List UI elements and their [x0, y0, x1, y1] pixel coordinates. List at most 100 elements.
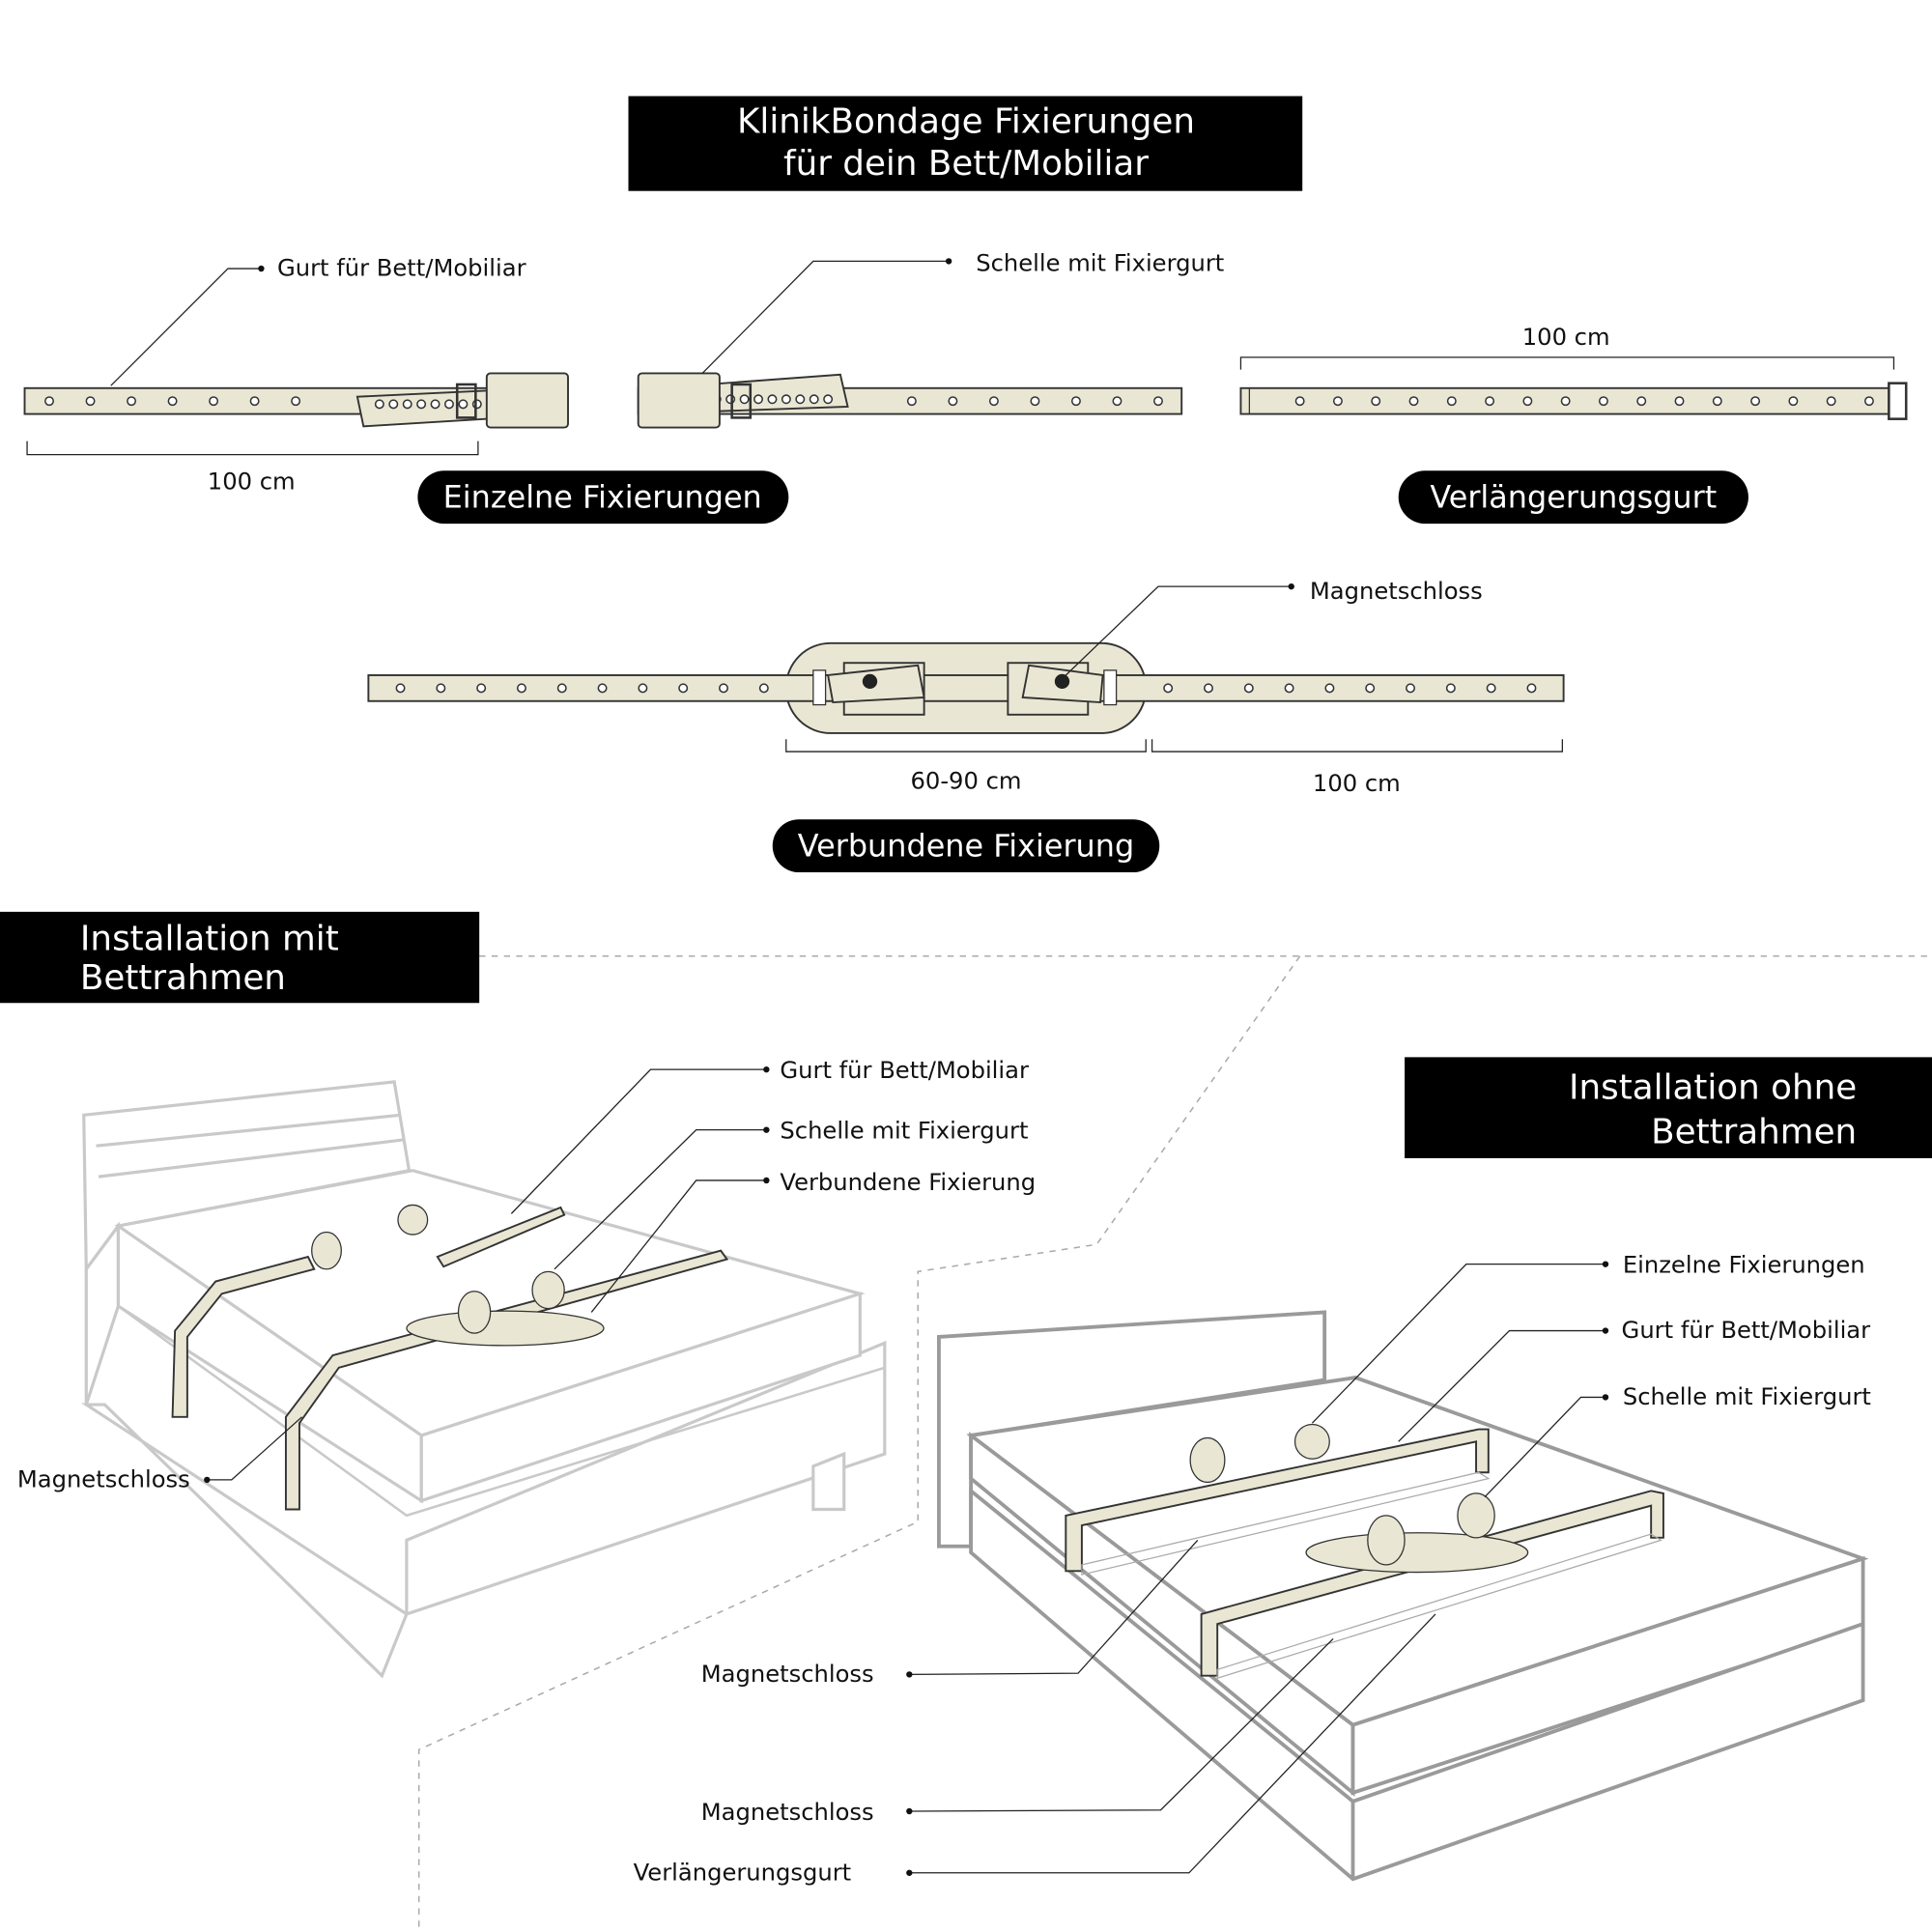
extension-length: 100 cm — [1522, 324, 1610, 351]
strap-hole — [1598, 396, 1608, 407]
without-frame-label-magnet-1: Magnetschloss — [701, 1661, 874, 1688]
strap-hole — [556, 683, 567, 694]
divider-diagonal — [417, 955, 1301, 1932]
strap-hole — [1153, 396, 1163, 407]
without-frame-title-2: Bettrahmen — [1651, 1113, 1857, 1152]
strap-hole — [388, 399, 399, 410]
strap-hole — [638, 683, 648, 694]
strap-hole — [1826, 396, 1836, 407]
strap-hole — [1112, 396, 1122, 407]
strap-hole — [167, 396, 178, 407]
title-line-2: für dein Bett/Mobiliar — [783, 144, 1149, 184]
strap-hole — [44, 396, 54, 407]
with-frame-label-magnet: Magnetschloss — [17, 1466, 190, 1493]
strap-hole — [1332, 396, 1343, 407]
without-frame-label-strap: Gurt für Bett/Mobiliar — [1622, 1317, 1871, 1344]
strap-hole — [416, 399, 427, 410]
without-frame-header — [1405, 1057, 1932, 1158]
strap-hole — [471, 399, 482, 410]
pill-connected-label: Verbundene Fixierung — [798, 827, 1134, 864]
without-frame-label-cuff: Schelle mit Fixiergurt — [1623, 1383, 1871, 1410]
strap-hole — [781, 394, 791, 405]
pill-single-label: Einzelne Fixierungen — [443, 479, 762, 516]
strap-hole — [809, 394, 819, 405]
label-cuff: Schelle mit Fixiergurt — [976, 250, 1224, 277]
strap-hole — [1560, 396, 1571, 407]
strap-hole — [725, 394, 736, 405]
strap-hole — [127, 396, 137, 407]
strap-hole — [988, 396, 999, 407]
pill-extension-label: Verlängerungsgurt — [1430, 479, 1717, 516]
strap-holes — [1294, 396, 1874, 407]
strap-hole — [719, 683, 728, 694]
connected-center-length: 60-90 cm — [911, 767, 1022, 794]
bed-with-frame — [80, 1080, 887, 1679]
strap-hole — [1406, 683, 1416, 694]
title-line-1: KlinikBondage Fixierungen — [737, 102, 1195, 142]
strap-holes — [1163, 683, 1537, 694]
strap-hole — [1674, 396, 1685, 407]
single-cuff-strap — [637, 372, 1183, 429]
strap-hole — [1712, 396, 1722, 407]
pill-connected — [772, 819, 1160, 873]
strap-hole — [1070, 396, 1081, 407]
without-frame-title-1: Installation ohne — [1569, 1068, 1857, 1108]
strap-hole — [1204, 683, 1213, 694]
extension-strap — [1239, 382, 1908, 420]
strap-hole — [1324, 683, 1335, 694]
strap-hole — [1446, 396, 1457, 407]
strap-hole — [1030, 396, 1040, 407]
strap-hole — [906, 396, 917, 407]
label-strap: Gurt für Bett/Mobiliar — [277, 255, 526, 282]
strap-hole — [291, 396, 301, 407]
strap-hole — [1636, 396, 1647, 407]
strap-hole — [1750, 396, 1761, 407]
with-frame-header — [0, 911, 480, 1004]
strap-hole — [678, 683, 689, 694]
strap-hole — [209, 396, 219, 407]
single-strap — [23, 372, 569, 429]
single-length: 100 cm — [208, 468, 296, 495]
strap-hole — [1284, 683, 1294, 694]
with-frame-label-cuff: Schelle mit Fixiergurt — [780, 1118, 1028, 1145]
strap-hole — [1526, 683, 1537, 694]
with-frame-label-strap: Gurt für Bett/Mobiliar — [780, 1057, 1029, 1084]
pill-extension — [1398, 470, 1748, 525]
strap-hole — [1408, 396, 1419, 407]
connected-strap-length: 100 cm — [1313, 770, 1401, 797]
strap-hole — [458, 399, 469, 410]
strap-hole — [443, 399, 454, 410]
strap-hole — [1485, 396, 1495, 407]
connected-restraint — [367, 641, 1565, 734]
strap-hole — [1788, 396, 1799, 407]
bed-without-frame — [937, 1310, 1869, 1882]
strap-hole — [1243, 683, 1254, 694]
strap-hole — [85, 396, 96, 407]
strap-hole — [1294, 396, 1305, 407]
strap-hole — [1163, 683, 1174, 694]
without-frame-label-single: Einzelne Fixierungen — [1623, 1252, 1865, 1279]
strap-hole — [753, 394, 764, 405]
strap-hole — [436, 683, 446, 694]
strap-hole — [1445, 683, 1456, 694]
with-frame-title-2: Bettrahmen — [80, 958, 286, 998]
label-magnet: Magnetschloss — [1310, 578, 1483, 605]
strap-hole — [823, 394, 834, 405]
strap-hole — [795, 394, 806, 405]
pill-single — [417, 470, 789, 525]
strap-hole — [767, 394, 778, 405]
strap-hole — [1522, 396, 1533, 407]
title-box — [628, 96, 1303, 191]
strap-hole — [1365, 683, 1376, 694]
strap-hole — [249, 396, 260, 407]
strap-hole — [758, 683, 769, 694]
strap-hole — [597, 683, 608, 694]
strap-hole — [374, 399, 384, 410]
with-frame-title-1: Installation mit — [80, 919, 339, 958]
without-frame-label-extension: Verlängerungsgurt — [634, 1859, 852, 1886]
strap-holes — [44, 396, 301, 407]
strap-hole — [1863, 396, 1874, 407]
strap-hole — [430, 399, 440, 410]
strap-hole — [516, 683, 526, 694]
